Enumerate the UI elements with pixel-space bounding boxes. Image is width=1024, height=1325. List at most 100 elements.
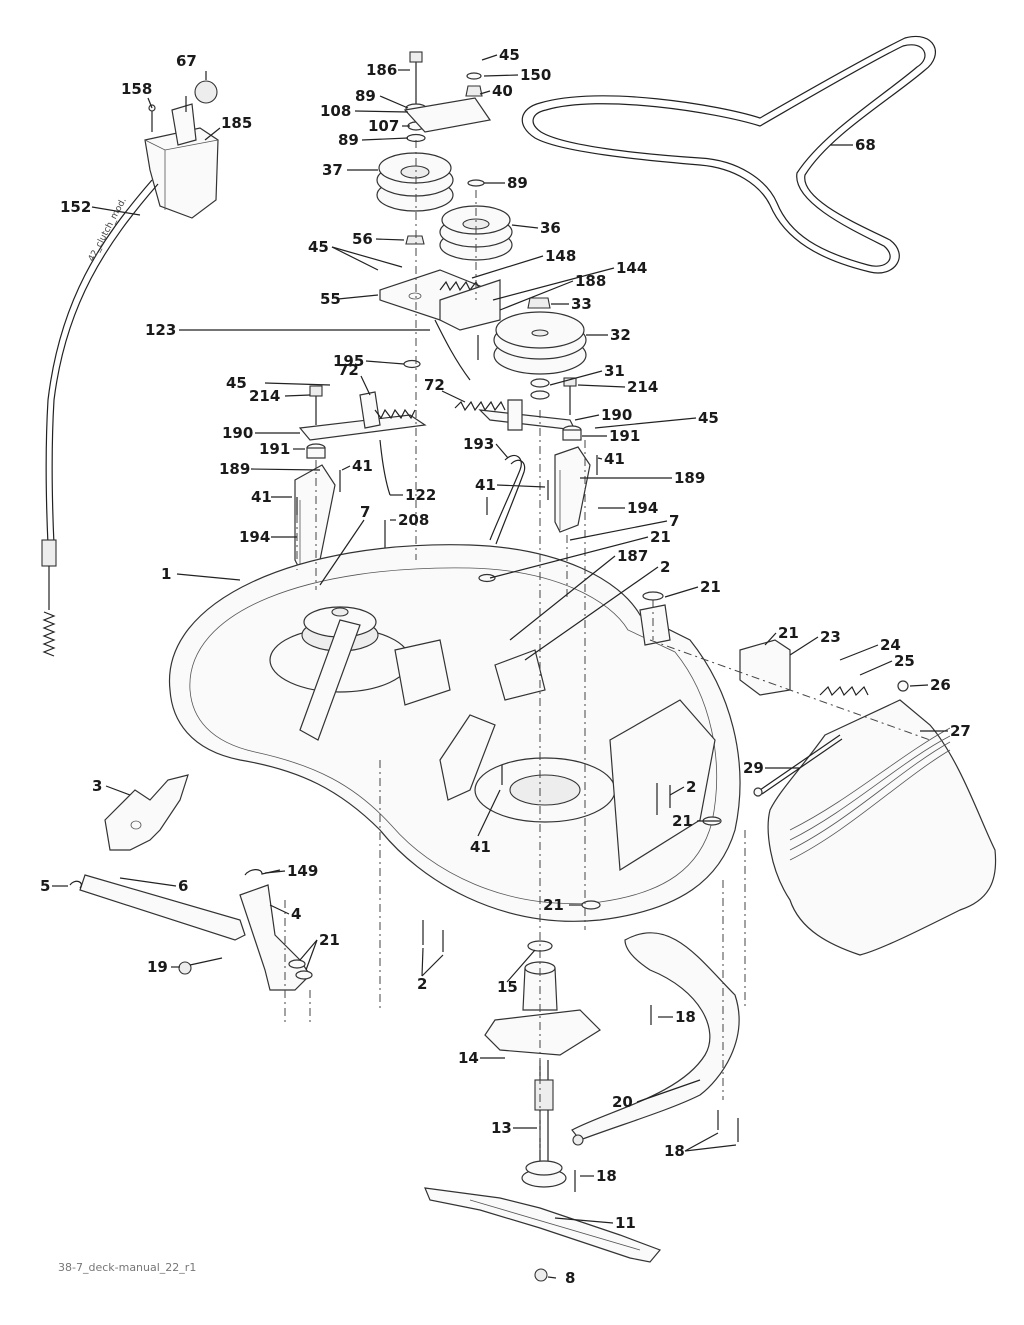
callout-41: 41 <box>604 450 625 468</box>
callout-214: 214 <box>627 378 658 396</box>
callout-labels: 67 158 185 152 186 45 150 89 40 108 107 … <box>40 46 971 1287</box>
callout-15: 15 <box>497 978 518 996</box>
callout-14: 14 <box>458 1049 479 1067</box>
left-idler-arm <box>298 385 427 496</box>
mower-blade <box>424 1187 662 1282</box>
clutch-lever-bracket <box>144 96 219 219</box>
callout-26: 26 <box>930 676 951 694</box>
callout-152: 152 <box>60 198 91 216</box>
callout-122: 122 <box>405 486 436 504</box>
callout-67: 67 <box>176 52 197 70</box>
callout-37: 37 <box>322 161 343 179</box>
knob <box>194 80 218 104</box>
callout-89: 89 <box>355 87 376 105</box>
right-bracket <box>486 446 598 545</box>
drive-belt <box>521 35 936 274</box>
callout-18: 18 <box>664 1142 685 1160</box>
callout-150: 150 <box>520 66 551 84</box>
callout-32: 32 <box>610 326 631 344</box>
spindle-assembly <box>484 940 601 1188</box>
callout-36: 36 <box>540 219 561 237</box>
callout-25: 25 <box>894 652 915 670</box>
left-bracket <box>294 464 386 571</box>
callout-21: 21 <box>319 931 340 949</box>
leader-lines <box>52 54 948 1279</box>
callout-185: 185 <box>221 114 252 132</box>
callout-1: 1 <box>161 565 171 583</box>
callout-214: 214 <box>249 387 280 405</box>
callout-23: 23 <box>820 628 841 646</box>
callout-188: 188 <box>575 272 606 290</box>
callout-190: 190 <box>601 406 632 424</box>
callout-21: 21 <box>700 578 721 596</box>
callout-194: 194 <box>627 499 658 517</box>
callout-68: 68 <box>855 136 876 154</box>
callout-189: 189 <box>219 460 250 478</box>
callout-31: 31 <box>604 362 625 380</box>
callout-186: 186 <box>366 61 397 79</box>
callout-27: 27 <box>950 722 971 740</box>
callout-189: 189 <box>674 469 705 487</box>
callout-45: 45 <box>226 374 247 392</box>
callout-5: 5 <box>40 877 50 895</box>
callout-20: 20 <box>612 1093 633 1111</box>
discharge-chute <box>739 639 997 956</box>
callout-18: 18 <box>675 1008 696 1026</box>
callout-55: 55 <box>320 290 341 308</box>
callout-6: 6 <box>178 877 188 895</box>
callout-3: 3 <box>92 777 102 795</box>
callout-19: 19 <box>147 958 168 976</box>
hardware-bolts <box>422 573 739 1192</box>
idler-assembly <box>376 51 587 441</box>
callout-2: 2 <box>417 975 427 993</box>
callout-24: 24 <box>880 636 901 654</box>
callout-123: 123 <box>145 321 176 339</box>
callout-2: 2 <box>686 778 696 796</box>
callout-72: 72 <box>424 376 445 394</box>
callout-191: 191 <box>609 427 640 445</box>
mower-deck <box>168 544 741 922</box>
callout-191: 191 <box>259 440 290 458</box>
callout-41: 41 <box>470 838 491 856</box>
callout-7: 7 <box>669 512 679 530</box>
callout-29: 29 <box>743 759 764 777</box>
callout-194: 194 <box>239 528 270 546</box>
callout-41: 41 <box>475 476 496 494</box>
callout-148: 148 <box>545 247 576 265</box>
callout-41: 41 <box>352 457 373 475</box>
callout-11: 11 <box>615 1214 636 1232</box>
callout-190: 190 <box>222 424 253 442</box>
callout-8: 8 <box>565 1269 575 1287</box>
callout-149: 149 <box>287 862 318 880</box>
callout-89: 89 <box>507 174 528 192</box>
callout-2: 2 <box>660 558 670 576</box>
callout-7: 7 <box>360 503 370 521</box>
document-id: 38-7_deck-manual_22_r1 <box>58 1261 196 1274</box>
callout-144: 144 <box>616 259 647 277</box>
callout-56: 56 <box>352 230 373 248</box>
callout-158: 158 <box>121 80 152 98</box>
callout-21: 21 <box>543 896 564 914</box>
callout-89: 89 <box>338 131 359 149</box>
callout-45: 45 <box>308 238 329 256</box>
callout-45: 45 <box>698 409 719 427</box>
callout-187: 187 <box>617 547 648 565</box>
callout-13: 13 <box>491 1119 512 1137</box>
callout-21: 21 <box>650 528 671 546</box>
callout-40: 40 <box>492 82 513 100</box>
callout-33: 33 <box>571 295 592 313</box>
alignment-lines <box>284 140 931 1150</box>
callout-195: 195 <box>333 352 364 370</box>
callout-193: 193 <box>463 435 494 453</box>
callout-107: 107 <box>368 117 399 135</box>
callout-108: 108 <box>320 102 351 120</box>
clutch-cable <box>41 179 159 657</box>
blade-baffle <box>571 932 740 1146</box>
callout-21: 21 <box>672 812 693 830</box>
callout-18: 18 <box>596 1167 617 1185</box>
callout-208: 208 <box>398 511 429 529</box>
parts-drawing <box>41 35 997 1282</box>
callout-21: 21 <box>778 624 799 642</box>
callout-4: 4 <box>291 905 301 923</box>
